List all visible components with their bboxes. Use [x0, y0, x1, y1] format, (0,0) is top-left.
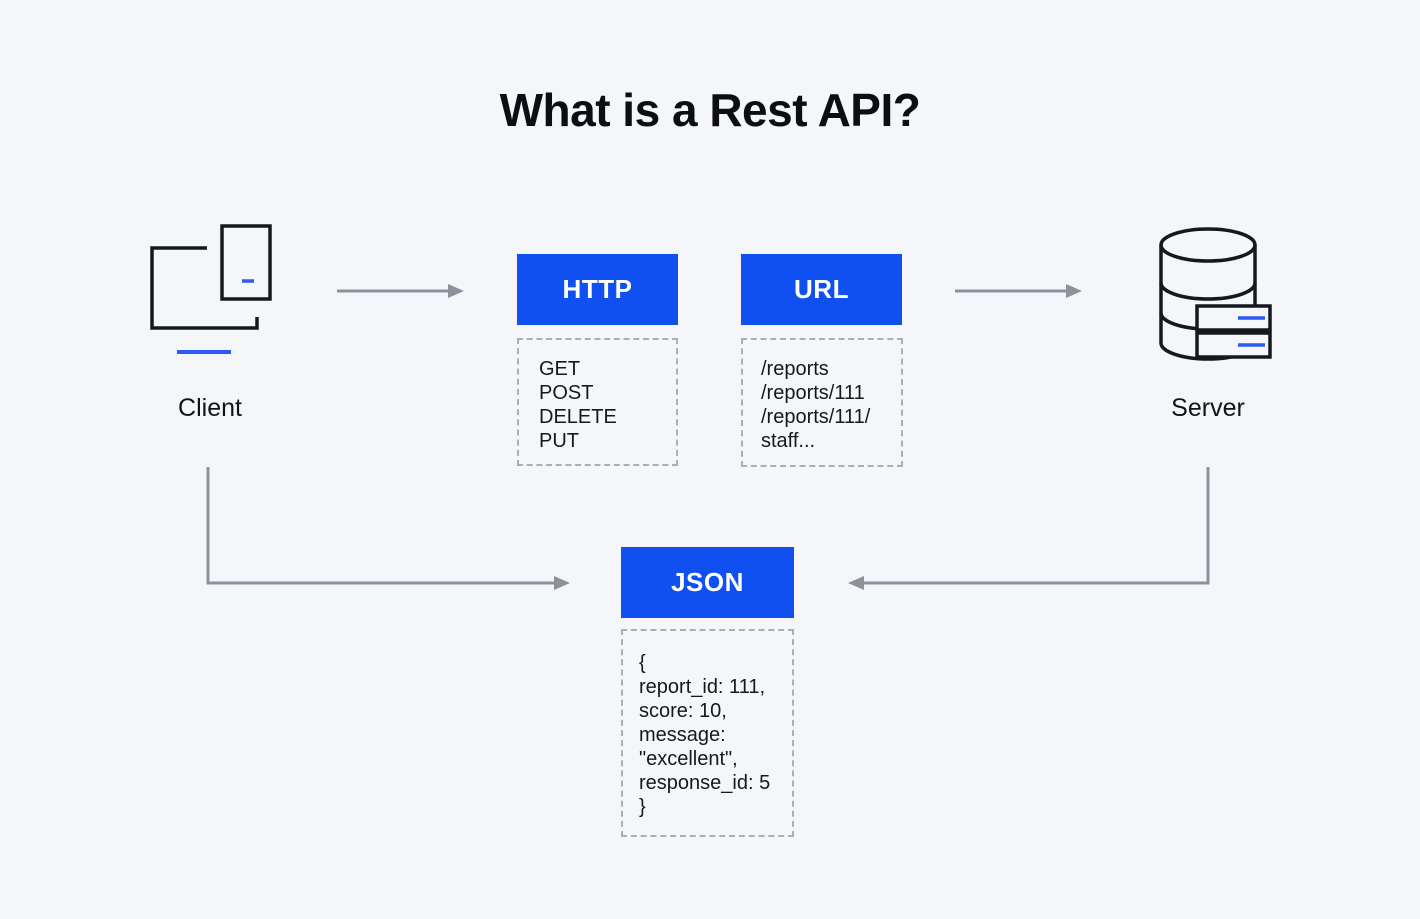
http-method: POST — [539, 382, 594, 404]
url-paths-list: /reports /reports/111 /reports/111/ staf… — [741, 338, 903, 467]
url-path: /reports — [761, 358, 829, 380]
json-payload-line: { — [639, 652, 646, 674]
url-path: staff... — [761, 430, 816, 452]
client-label: Client — [178, 394, 242, 422]
http-method: PUT — [539, 430, 579, 452]
json-payload-line: score: 10, — [639, 700, 727, 722]
json-payload-line: report_id: 111, — [639, 676, 766, 698]
json-payload-line: response_id: 5 — [639, 772, 771, 794]
client-devices-icon — [145, 218, 280, 363]
database-server-icon — [1152, 222, 1277, 362]
http-method: DELETE — [539, 406, 617, 428]
page-title: What is a Rest API? — [499, 84, 921, 136]
json-box: JSON — [621, 547, 794, 618]
arrow-url-to-server — [955, 284, 1082, 298]
url-path: /reports/111 — [761, 382, 865, 404]
http-method: GET — [539, 358, 581, 380]
url-box: URL — [741, 254, 902, 325]
json-payload-line: } — [639, 796, 646, 818]
http-methods-list: GET POST DELETE PUT — [517, 338, 678, 466]
json-payload-line: "excellent", — [639, 748, 738, 770]
json-payload-line: message: — [639, 724, 726, 746]
arrow-client-to-json — [206, 467, 570, 590]
server-label: Server — [1171, 394, 1245, 422]
url-path: /reports/111/ — [761, 406, 871, 428]
json-payload: { report_id: 111, score: 10, message: "e… — [621, 629, 794, 837]
arrow-client-to-http — [337, 284, 464, 298]
arrow-server-to-json — [848, 467, 1210, 590]
http-box: HTTP — [517, 254, 678, 325]
